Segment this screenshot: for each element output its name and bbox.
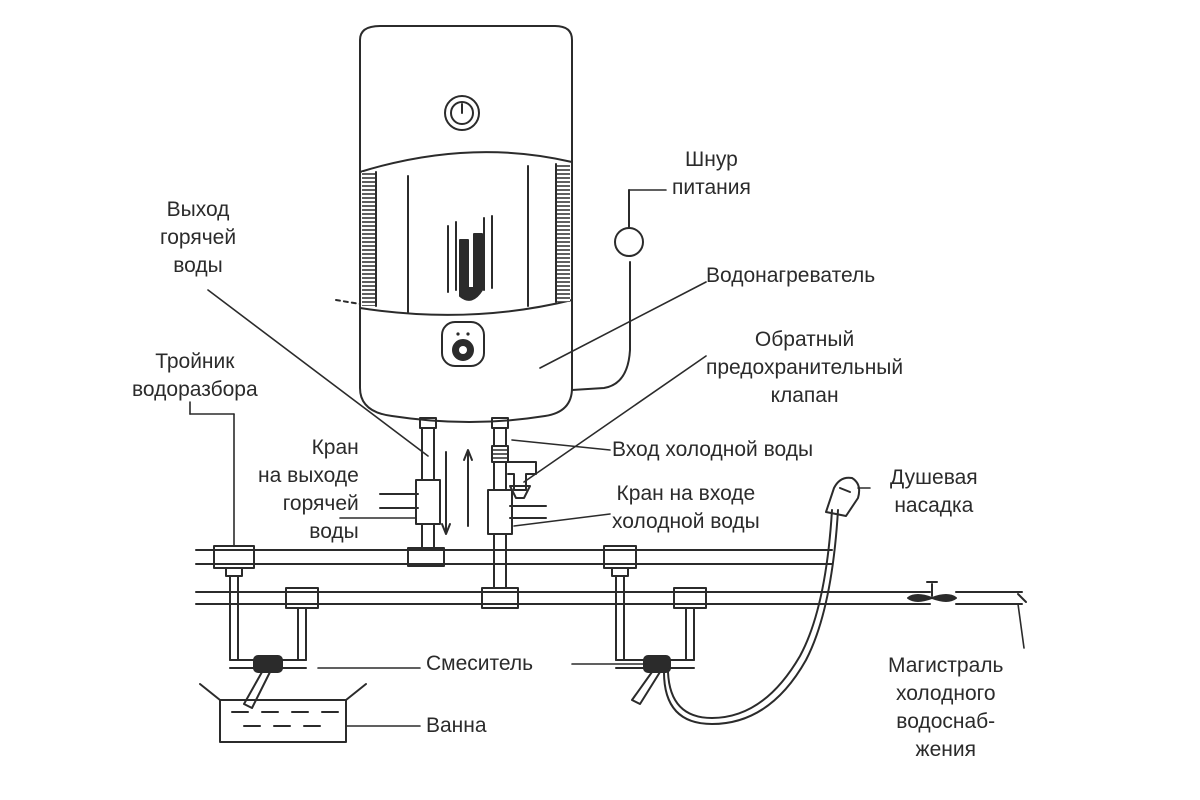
label-power-cord: Шнур питания <box>672 148 751 199</box>
heating-element-icon <box>447 215 493 301</box>
label-bath: Ванна <box>426 714 487 737</box>
hot-water-main-line <box>195 545 833 661</box>
label-shower-head: Душевая насадка <box>890 466 978 517</box>
bath-mixer <box>229 655 307 709</box>
thermometer-gauge-icon <box>444 95 480 131</box>
label-mixer: Смеситель <box>426 652 534 675</box>
label-hot-water-outlet: Выход горячей воды <box>160 198 237 277</box>
label-cold-water-tap: Кран на входе холодной воды <box>612 482 760 533</box>
cold-water-main-line <box>195 581 1027 661</box>
hot-water-outlet-pipe <box>379 417 473 567</box>
leader-lines <box>189 189 1025 727</box>
power-cord <box>571 189 644 391</box>
label-cold-water-main: Магистраль холодного водоснаб- жения <box>888 654 1004 761</box>
shower-hose <box>663 509 839 725</box>
bathtub <box>199 683 367 743</box>
cold-water-inlet-pipe <box>487 417 547 589</box>
label-hot-water-tap: Кран на выходе горячей воды <box>258 436 359 543</box>
water-heater-tank <box>335 25 573 423</box>
shower-head-icon <box>825 476 861 517</box>
label-cold-water-inlet: Вход холодной воды <box>612 438 814 461</box>
label-tee-fitting: Тройник водоразбора <box>132 350 258 401</box>
shower-mixer <box>615 655 695 705</box>
label-safety-valve: Обратный предохранительный клапан <box>706 328 904 407</box>
label-water-heater: Водонагреватель <box>706 264 876 287</box>
thermostat-knob-icon <box>441 321 485 367</box>
